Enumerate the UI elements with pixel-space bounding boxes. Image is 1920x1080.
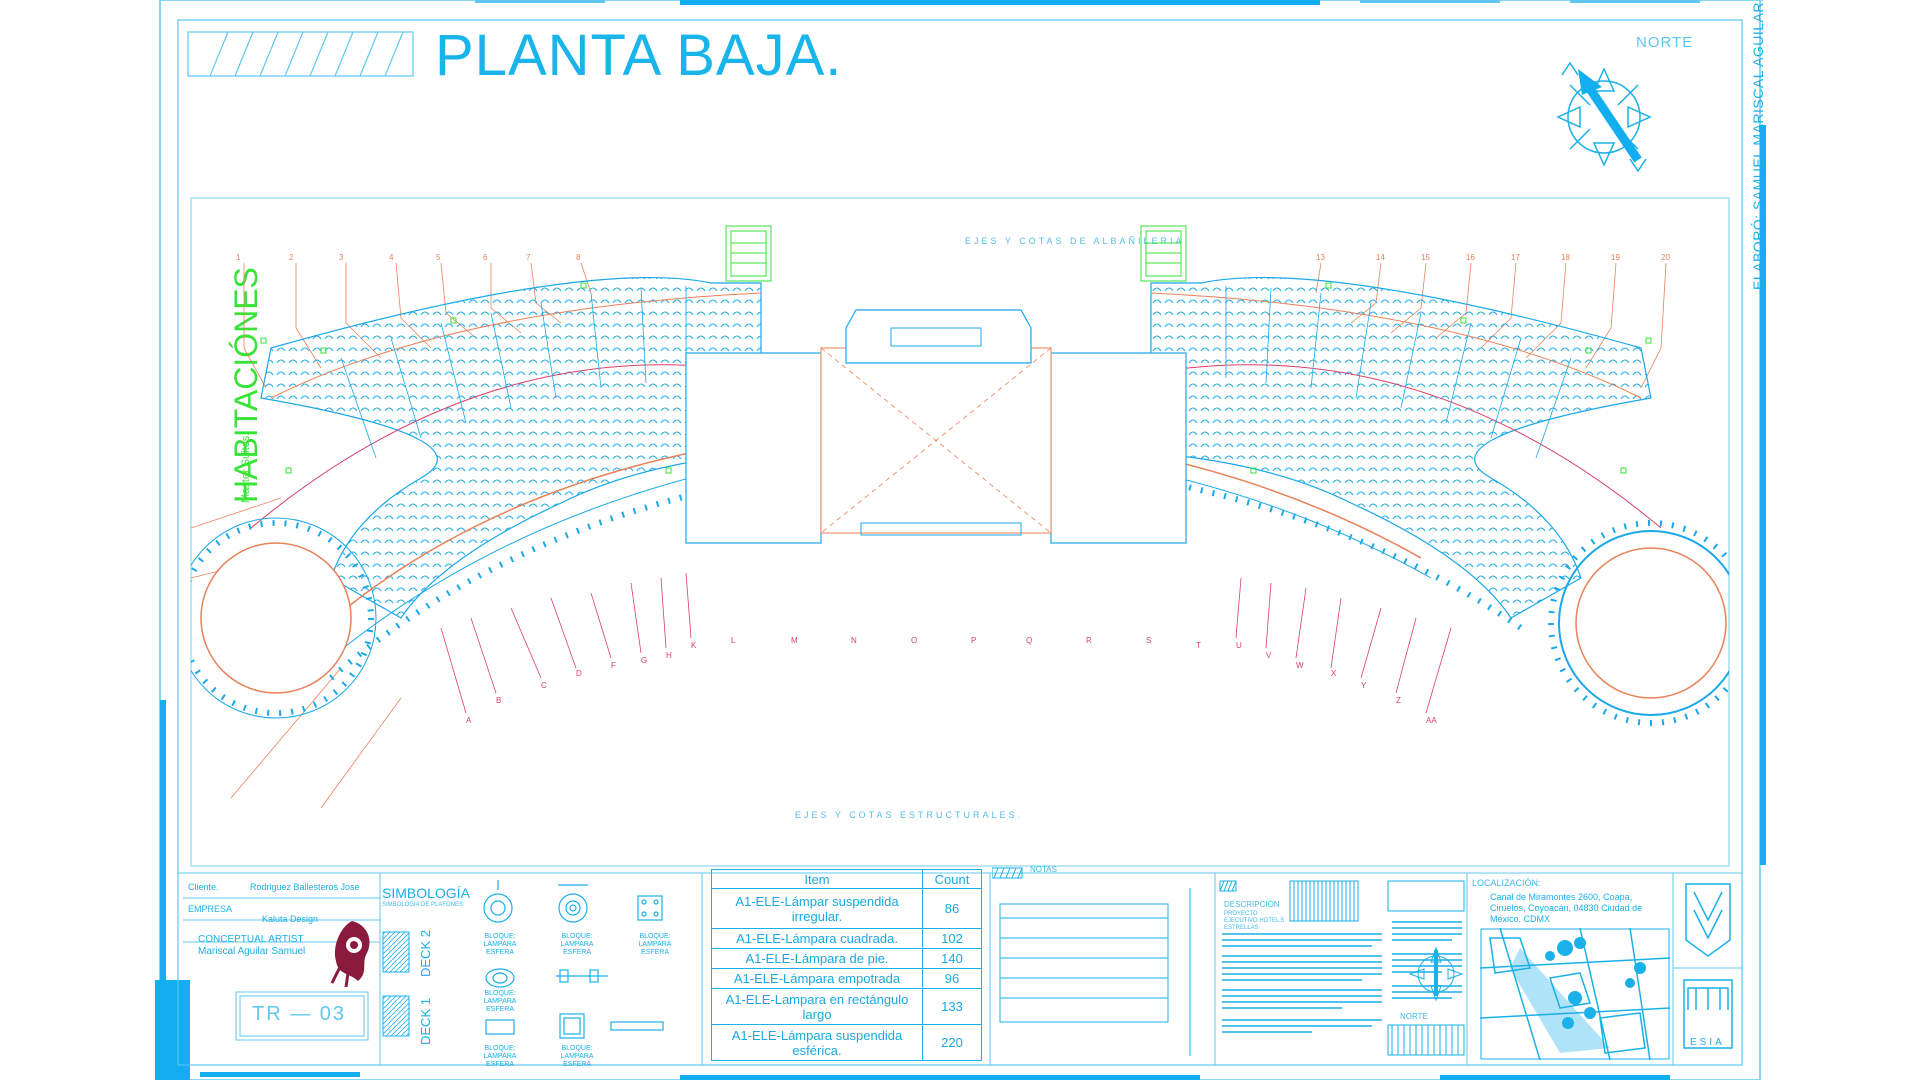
svg-text:R: R xyxy=(1086,636,1092,645)
svg-text:16: 16 xyxy=(1466,253,1475,262)
sheet-number: TR — 03 xyxy=(252,1003,347,1025)
col-item-header: Item xyxy=(711,869,923,889)
notes-title: NOTAS xyxy=(1030,865,1057,874)
table-header-row: Item Count xyxy=(711,869,982,889)
svg-text:4: 4 xyxy=(389,253,394,262)
svg-text:D: D xyxy=(576,669,582,678)
table-row: A1-ELE-Lámpar suspendida irregular.86 xyxy=(711,888,982,929)
svg-text:K: K xyxy=(691,641,697,650)
svg-text:5: 5 xyxy=(436,253,441,262)
svg-text:G: G xyxy=(641,656,647,665)
svg-text:17: 17 xyxy=(1511,253,1520,262)
description-title: DESCRIPCIÓN xyxy=(1224,900,1280,909)
author-credit: ELABORÓ: SAMUEL MARISCAL AGUILAR. xyxy=(1750,0,1766,290)
svg-text:20: 20 xyxy=(1661,253,1670,262)
sheet-title: PLANTA BAJA. xyxy=(435,23,843,88)
symbology-subtitle: SIMBOLOGIA DE PLAFONES: xyxy=(382,902,465,908)
svg-text:AA: AA xyxy=(1426,716,1437,725)
svg-text:2: 2 xyxy=(289,253,294,262)
svg-text:14: 14 xyxy=(1376,253,1385,262)
school-logo-text: ESIA xyxy=(1690,1037,1725,1048)
description-box xyxy=(1219,880,1465,1056)
svg-text:F: F xyxy=(611,661,616,670)
deck1-label: DECK 1 xyxy=(418,998,433,1045)
axes-structural-label: EJES Y COTAS ESTRUCTURALES. xyxy=(795,810,1024,820)
svg-text:18: 18 xyxy=(1561,253,1570,262)
svg-text:A: A xyxy=(466,716,472,725)
table-row: A1-ELE-Lámpara cuadrada.102 xyxy=(711,928,982,949)
svg-text:7: 7 xyxy=(526,253,531,262)
north-arrow-icon xyxy=(1556,61,1652,173)
artist-value: Mariscal Aguilar Samuel xyxy=(198,946,306,957)
description-subtitle: PROYECTO EJECUTIVO HOTEL 5 ESTRELLAS xyxy=(1224,911,1285,931)
svg-text:N: N xyxy=(851,636,857,645)
svg-text:M: M xyxy=(791,636,798,645)
company-logo xyxy=(330,921,370,987)
legend-label-2: BLOQUE: LAMPARA ESFERA xyxy=(560,933,594,956)
svg-text:C: C xyxy=(541,681,547,690)
notes-box xyxy=(992,867,1191,1056)
svg-text:X: X xyxy=(1331,669,1337,678)
school-logo xyxy=(1683,883,1733,1049)
axes-masonry-label: EJES Y COTAS DE ALBAÑILERIA. xyxy=(965,236,1191,246)
floor-plan: 1 2 3 4 5 6 7 8 13 14 15 16 17 18 19 20 A B C D F G H K L M… xyxy=(191,225,1729,809)
symbology-title: SIMBOLOGÍA xyxy=(382,885,470,901)
deck2-label: DECK 2 xyxy=(418,930,433,977)
svg-text:Q: Q xyxy=(1026,636,1032,645)
svg-text:W: W xyxy=(1296,661,1304,670)
svg-text:U: U xyxy=(1236,641,1242,650)
svg-text:V: V xyxy=(1266,651,1272,660)
company-label: EMPRESA xyxy=(188,904,233,914)
artist-label: CONCEPTUAL ARTIST xyxy=(198,934,304,945)
svg-text:3: 3 xyxy=(339,253,344,262)
svg-text:H: H xyxy=(666,651,672,660)
svg-text:19: 19 xyxy=(1611,253,1620,262)
location-north-icon xyxy=(1408,946,1464,1002)
legend-label-6: BLOQUE: LAMPARA ESFERA xyxy=(560,1045,594,1068)
svg-text:O: O xyxy=(911,636,917,645)
ceiling-hatch-samples xyxy=(382,931,410,1037)
legend-label-4: BLOQUE: LAMPARA ESFERA xyxy=(483,990,517,1013)
svg-text:T: T xyxy=(1196,641,1201,650)
location-address: Canal de Miramontes 2600, Coapa, Ciruelo… xyxy=(1490,892,1643,924)
company-value: Kaluta Design xyxy=(262,914,319,924)
svg-text:Y: Y xyxy=(1361,681,1367,690)
legend-label-1: BLOQUE: LAMPARA ESFERA xyxy=(483,933,517,956)
lamp-count-table: Item Count A1-ELE-Lámpar suspendida irre… xyxy=(711,869,982,1061)
lamp-symbols xyxy=(483,880,664,1039)
svg-text:1: 1 xyxy=(236,253,241,262)
legend-label-5: BLOQUE: LAMPARA ESFERA xyxy=(483,1045,517,1068)
svg-text:B: B xyxy=(496,696,501,705)
svg-text:S: S xyxy=(1146,636,1151,645)
svg-text:6: 6 xyxy=(483,253,488,262)
col-count-header: Count xyxy=(922,869,982,889)
client-value: Rodriguez Ballesteros Jose xyxy=(250,882,360,892)
location-title: LOCALIZACIÓN: xyxy=(1472,878,1541,888)
north-label: NORTE xyxy=(1636,34,1694,51)
svg-text:L: L xyxy=(731,636,736,645)
svg-text:P: P xyxy=(971,636,976,645)
svg-text:13: 13 xyxy=(1316,253,1325,262)
svg-text:15: 15 xyxy=(1421,253,1430,262)
table-row: A1-ELE-Lámpara de pie.140 xyxy=(711,948,982,969)
svg-text:8: 8 xyxy=(576,253,581,262)
location-map xyxy=(1480,928,1670,1060)
table-row: A1-ELE-Lámpara suspendida esférica.220 xyxy=(711,1024,982,1061)
location-north-label: NORTE xyxy=(1400,1012,1428,1021)
client-label: Cliente. xyxy=(188,882,219,892)
legend-label-3: BLOQUE: LAMPARA ESFERA xyxy=(638,933,672,956)
svg-text:Z: Z xyxy=(1396,696,1401,705)
